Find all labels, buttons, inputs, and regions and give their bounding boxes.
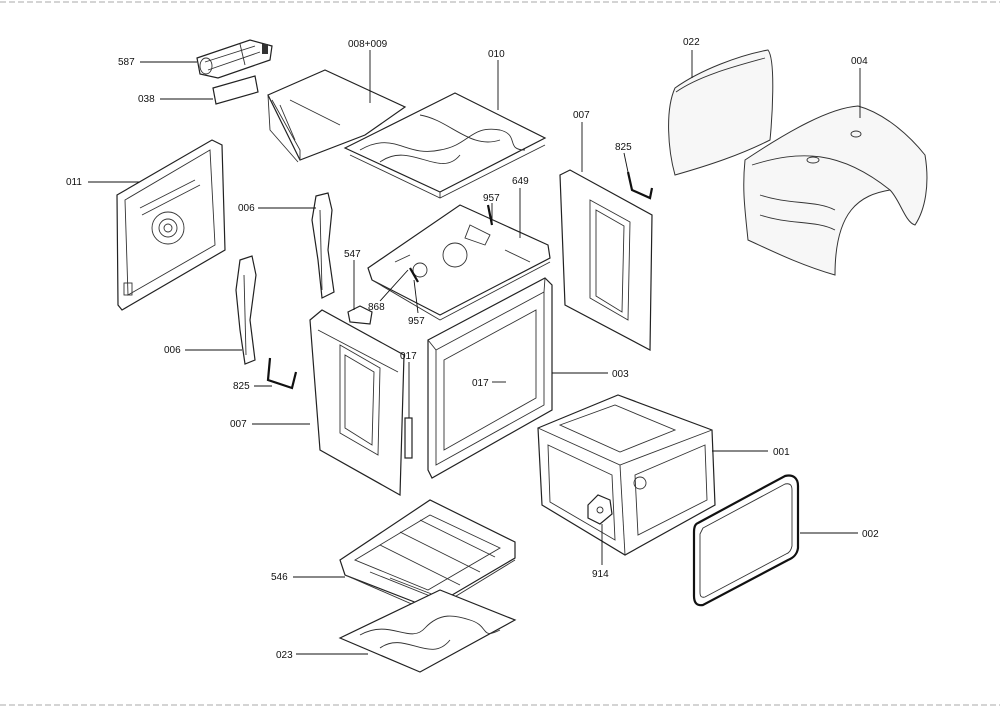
label-007-right: 007 — [573, 110, 590, 121]
part-022-insulation-mat — [668, 49, 774, 176]
label-914: 914 — [592, 569, 609, 580]
label-010: 010 — [488, 49, 505, 60]
label-023: 023 — [276, 650, 293, 661]
leader-825b — [623, 152, 629, 173]
part-914-fan-blade — [587, 494, 613, 525]
part-587-motor-module — [196, 39, 273, 79]
part-825-wire-clip-left — [266, 357, 298, 390]
label-547: 547 — [344, 249, 361, 260]
label-002: 002 — [862, 529, 879, 540]
label-011: 011 — [66, 177, 82, 188]
part-001-oven-cavity — [537, 394, 716, 556]
label-868: 868 — [368, 302, 385, 313]
part-008-009-rear-panel — [267, 69, 407, 163]
label-017-door: 017 — [472, 378, 489, 389]
label-008-009: 008+009 — [348, 39, 388, 50]
label-649: 649 — [512, 176, 529, 187]
part-007-side-panel-left — [309, 309, 405, 497]
label-001: 001 — [773, 447, 790, 458]
label-006-lower: 006 — [164, 345, 181, 356]
part-006-side-rail-lower — [235, 255, 257, 365]
part-546-bottom-tray — [339, 499, 516, 613]
label-007-left: 007 — [230, 419, 247, 430]
part-002-door-seal — [692, 474, 800, 607]
part-957-thermostat-upper — [486, 204, 494, 226]
part-006-side-rail-upper — [311, 192, 335, 299]
leader-868 — [379, 269, 409, 302]
label-004: 004 — [851, 56, 868, 67]
label-957-upper: 957 — [483, 193, 500, 204]
label-022: 022 — [683, 37, 700, 48]
label-038: 038 — [138, 94, 155, 105]
leader-957b — [413, 279, 419, 314]
label-006-upper: 006 — [238, 203, 255, 214]
label-017-side: 017 — [400, 351, 417, 362]
label-003: 003 — [612, 369, 629, 380]
part-007-side-panel-right — [559, 169, 653, 351]
label-825-left: 825 — [233, 381, 250, 392]
label-957-lower: 957 — [408, 316, 425, 327]
part-003-front-frame — [427, 277, 553, 479]
label-546: 546 — [271, 572, 288, 583]
part-011-back-panel — [116, 139, 226, 311]
part-649-top-plate — [367, 204, 551, 321]
part-825-wire-clip-right — [626, 171, 654, 200]
label-825-right: 825 — [615, 142, 632, 153]
part-023-floor-plate — [338, 589, 517, 673]
part-957-thermostat-lower — [409, 267, 419, 283]
part-004-insulation-wrap — [743, 105, 928, 276]
part-010-top-panel — [343, 92, 547, 199]
label-587: 587 — [118, 57, 135, 68]
part-017-bracket-side — [404, 417, 413, 459]
part-038-cover-plate — [212, 75, 259, 105]
part-547-bracket — [347, 305, 373, 325]
